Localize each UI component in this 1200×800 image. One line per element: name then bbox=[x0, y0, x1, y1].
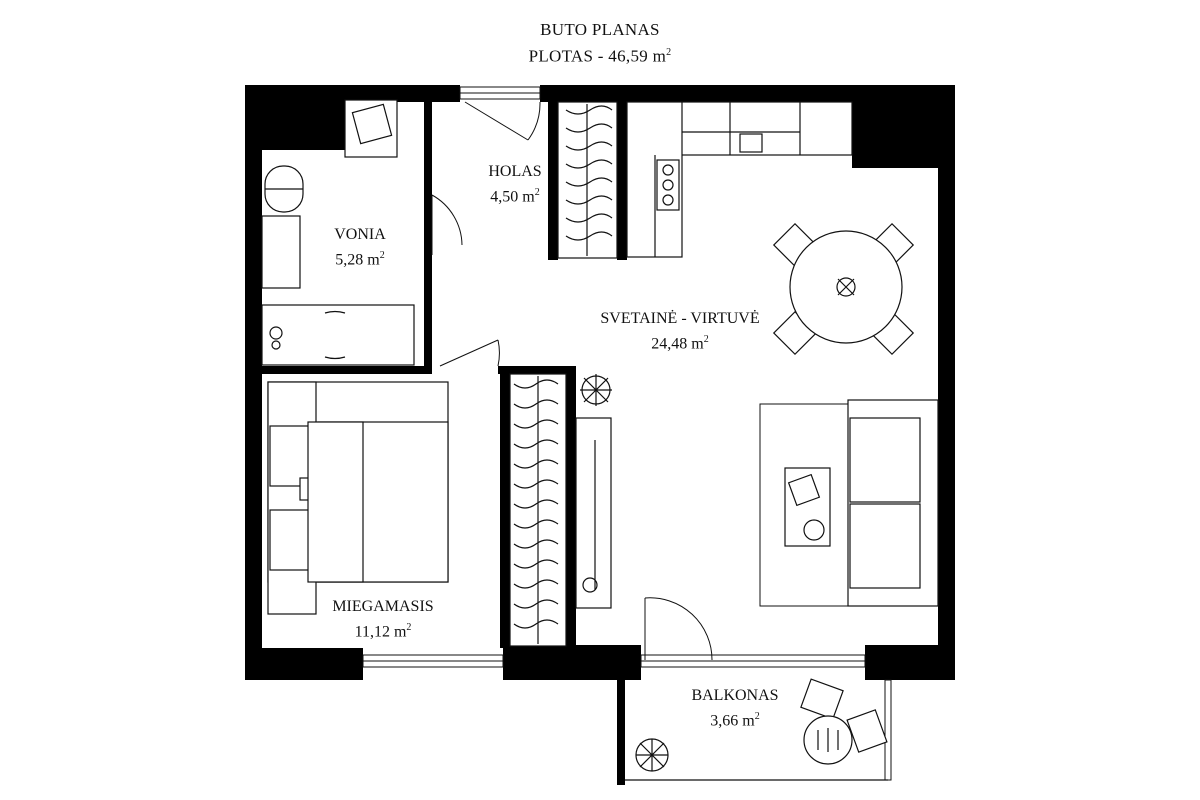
walls bbox=[245, 85, 955, 785]
stove-icon bbox=[656, 159, 680, 211]
kitchen-counter bbox=[626, 101, 853, 258]
room-area: 24,48 m2 bbox=[575, 329, 785, 354]
bathtub-icon bbox=[261, 304, 415, 366]
sink-icon-kitchen bbox=[739, 133, 763, 153]
balcony-chair-icon-2 bbox=[846, 709, 888, 753]
room-label-miegamasis: MIEGAMASIS 11,12 m2 bbox=[313, 596, 453, 642]
plan-title: BUTO PLANAS PLOTAS - 46,59 m2 bbox=[0, 18, 1200, 68]
plan-area-total: PLOTAS - 46,59 m2 bbox=[0, 41, 1200, 68]
room-name: HOLAS bbox=[488, 163, 542, 180]
bathroom-fixtures bbox=[261, 99, 415, 366]
plan-title-line1: BUTO PLANAS bbox=[540, 20, 660, 39]
room-area: 4,50 m2 bbox=[470, 182, 560, 207]
room-name: SVETAINĖ - VIRTUVĖ bbox=[600, 310, 760, 327]
room-area: 3,66 m2 bbox=[670, 706, 800, 731]
room-name: MIEGAMASIS bbox=[332, 598, 434, 615]
room-label-holas: HOLAS 4,50 m2 bbox=[470, 161, 560, 207]
room-label-balkonas: BALKONAS 3,66 m2 bbox=[670, 685, 800, 731]
room-area: 5,28 m2 bbox=[315, 245, 405, 270]
room-area-sup: 2 bbox=[379, 250, 385, 261]
living-area bbox=[575, 374, 939, 609]
room-label-vonia: VONIA 5,28 m2 bbox=[315, 224, 405, 270]
windows bbox=[362, 86, 892, 781]
room-area-sup: 2 bbox=[754, 711, 760, 722]
room-area-value: 5,28 m bbox=[335, 251, 380, 269]
balcony-chair-icon bbox=[800, 678, 844, 720]
bedroom-furniture bbox=[267, 381, 449, 615]
plan-area-text: PLOTAS - 46,59 m bbox=[528, 46, 667, 66]
room-name: BALKONAS bbox=[691, 687, 779, 704]
hall-wardrobe bbox=[557, 101, 618, 259]
doors bbox=[431, 101, 713, 661]
room-label-svetaine-virtuve: SVETAINĖ - VIRTUVĖ 24,48 m2 bbox=[575, 308, 785, 354]
room-area-sup: 2 bbox=[406, 622, 412, 633]
room-name: VONIA bbox=[334, 226, 386, 243]
room-area-sup: 2 bbox=[534, 187, 540, 198]
room-area-value: 24,48 m bbox=[651, 335, 704, 353]
room-area-sup: 2 bbox=[703, 334, 709, 345]
room-area-value: 4,50 m bbox=[490, 188, 535, 206]
dining-set bbox=[772, 222, 915, 356]
room-area-value: 11,12 m bbox=[354, 623, 407, 641]
sink-icon bbox=[261, 215, 301, 289]
balcony-furniture bbox=[625, 678, 888, 781]
room-area-value: 3,66 m bbox=[710, 712, 755, 730]
room-area: 11,12 m2 bbox=[313, 617, 453, 642]
bedroom-wardrobe bbox=[509, 373, 567, 647]
tv-unit-icon bbox=[575, 417, 612, 609]
plan-area-sup: 2 bbox=[666, 47, 672, 58]
